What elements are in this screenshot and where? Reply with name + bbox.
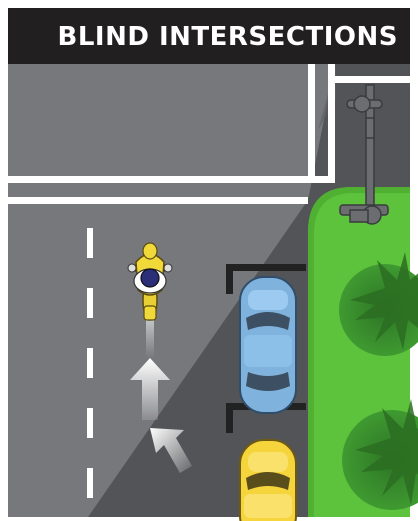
crosswalk-line-left — [308, 64, 315, 183]
motion-trail — [146, 318, 154, 358]
stop-line-lower — [8, 197, 308, 204]
crosswalk-line-right — [328, 64, 335, 183]
parked-car-blue — [240, 277, 296, 413]
stop-line-upper — [8, 176, 328, 183]
page-title: BLIND INTERSECTIONS — [58, 8, 398, 64]
title-bar: BLIND INTERSECTIONS — [8, 8, 410, 64]
crosswalk-line-top — [335, 76, 410, 83]
parked-car-yellow — [240, 440, 296, 521]
